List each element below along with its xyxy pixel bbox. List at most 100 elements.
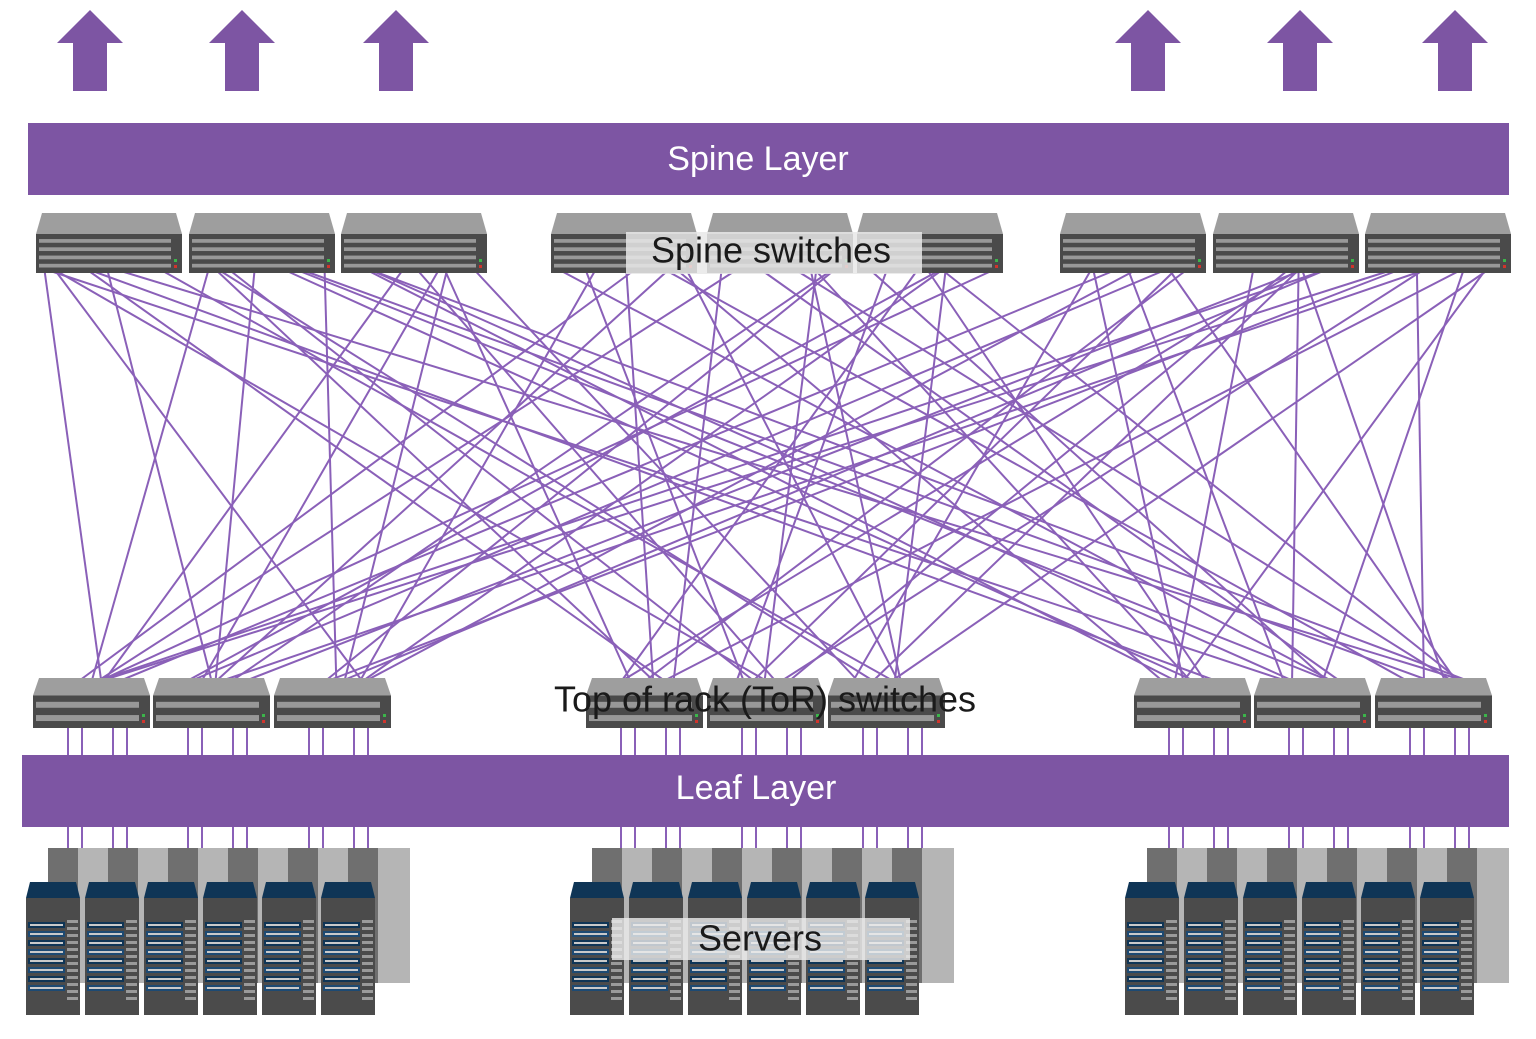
rack-vent	[185, 983, 196, 986]
spine-switch	[189, 213, 335, 273]
rack-vent	[906, 962, 917, 965]
uplink-cable	[799, 272, 1450, 680]
status-led-red	[1243, 720, 1246, 723]
switch-port-row	[1216, 264, 1348, 268]
rack-top	[865, 882, 919, 898]
status-led-green	[1351, 259, 1354, 262]
rack-vent	[1461, 997, 1472, 1000]
rack-unit-bezel	[266, 987, 299, 989]
rack-top	[262, 882, 316, 898]
status-led-green	[383, 714, 386, 717]
rack-unit-bezel	[1365, 978, 1398, 980]
rack-vent	[185, 990, 196, 993]
uplink-cable	[764, 272, 1338, 680]
uplink-arrow-icon	[1115, 10, 1181, 91]
switch-port-row	[1216, 247, 1348, 251]
rack-unit-bezel	[810, 978, 843, 980]
rack-vent	[1166, 955, 1177, 958]
rack-unit-bezel	[30, 978, 63, 980]
rack-vent	[1343, 941, 1354, 944]
switch-front-panel	[1254, 696, 1371, 729]
rack-unit-bezel	[1424, 987, 1457, 989]
rack-vent	[1225, 990, 1236, 993]
rack-vent	[1402, 955, 1413, 958]
rack-vent	[670, 962, 681, 965]
rack-vent	[185, 997, 196, 1000]
status-led-red	[1484, 720, 1487, 723]
rack-unit-bezel	[1247, 978, 1280, 980]
rack-vent	[1461, 927, 1472, 930]
rack-unit-bezel	[207, 933, 240, 935]
rack-unit-bezel	[1247, 924, 1280, 926]
status-led-red	[479, 265, 482, 268]
status-led-green	[1243, 714, 1246, 717]
rack-vent	[1225, 976, 1236, 979]
rack-unit-bezel	[148, 960, 181, 962]
rack-unit-bezel	[574, 951, 607, 953]
rack-top	[1243, 882, 1297, 898]
switch-front-panel	[274, 696, 391, 729]
rack-top	[688, 882, 742, 898]
rack-vent	[1284, 948, 1295, 951]
rack-vent	[126, 955, 137, 958]
status-led-green	[262, 714, 265, 717]
rack-unit-bezel	[325, 951, 358, 953]
rack-vent	[67, 990, 78, 993]
rack-top	[26, 882, 80, 898]
rack-vent	[1284, 976, 1295, 979]
rack-vent	[126, 969, 137, 972]
switch-port-row	[1216, 256, 1348, 260]
rack-unit-bezel	[633, 960, 666, 962]
rack-unit-bezel	[325, 969, 358, 971]
uplink-cable	[945, 272, 1459, 680]
rack-vent	[1284, 983, 1295, 986]
status-led-red	[695, 720, 698, 723]
rack-vent	[670, 997, 681, 1000]
tor-switch	[33, 678, 150, 728]
rack-unit-bezel	[810, 969, 843, 971]
rack-unit-bezel	[1365, 933, 1398, 935]
rack-vent	[244, 976, 255, 979]
server-rack	[203, 882, 257, 1015]
rack-vent	[244, 962, 255, 965]
rack-vent	[244, 927, 255, 930]
rack-vent	[362, 941, 373, 944]
rack-vent	[670, 990, 681, 993]
rack-vent	[1166, 927, 1177, 930]
rack-vent	[611, 990, 622, 993]
rack-unit-bezel	[1306, 933, 1339, 935]
switch-port-row	[1063, 239, 1195, 243]
switch-chassis-top	[1134, 678, 1251, 696]
rack-unit-bezel	[1247, 942, 1280, 944]
uplink-arrow-icon	[1267, 10, 1333, 91]
switch-port-row	[39, 256, 171, 260]
switch-port-row	[36, 715, 139, 721]
rack-unit-bezel	[1424, 924, 1457, 926]
switch-port-row	[344, 256, 476, 260]
switch-port-row	[1063, 256, 1195, 260]
servers-caption: Servers	[612, 918, 910, 960]
switch-front-panel	[153, 696, 270, 729]
rack-vent	[303, 920, 314, 923]
rack-vent	[303, 969, 314, 972]
spine-switch	[1365, 213, 1511, 273]
rack-vent	[1461, 920, 1472, 923]
rack-vent	[185, 934, 196, 937]
rack-vent	[847, 997, 858, 1000]
status-led-red	[383, 720, 386, 723]
switch-port-row	[1368, 239, 1500, 243]
rack-vent	[1461, 969, 1472, 972]
uplink-cable	[893, 272, 1485, 680]
rack-unit-bezel	[325, 978, 358, 980]
status-led-green	[1503, 259, 1506, 262]
switch-port-row	[1137, 702, 1240, 708]
server-rack	[1125, 882, 1179, 1015]
spine-switch	[1213, 213, 1359, 273]
rack-vent	[1343, 962, 1354, 965]
rack-vent	[67, 934, 78, 937]
uplink-arrow-icon	[1422, 10, 1488, 91]
rack-unit-bezel	[810, 987, 843, 989]
rack-unit-bezel	[869, 960, 902, 962]
rack-vent	[244, 997, 255, 1000]
rack-unit-bezel	[89, 978, 122, 980]
